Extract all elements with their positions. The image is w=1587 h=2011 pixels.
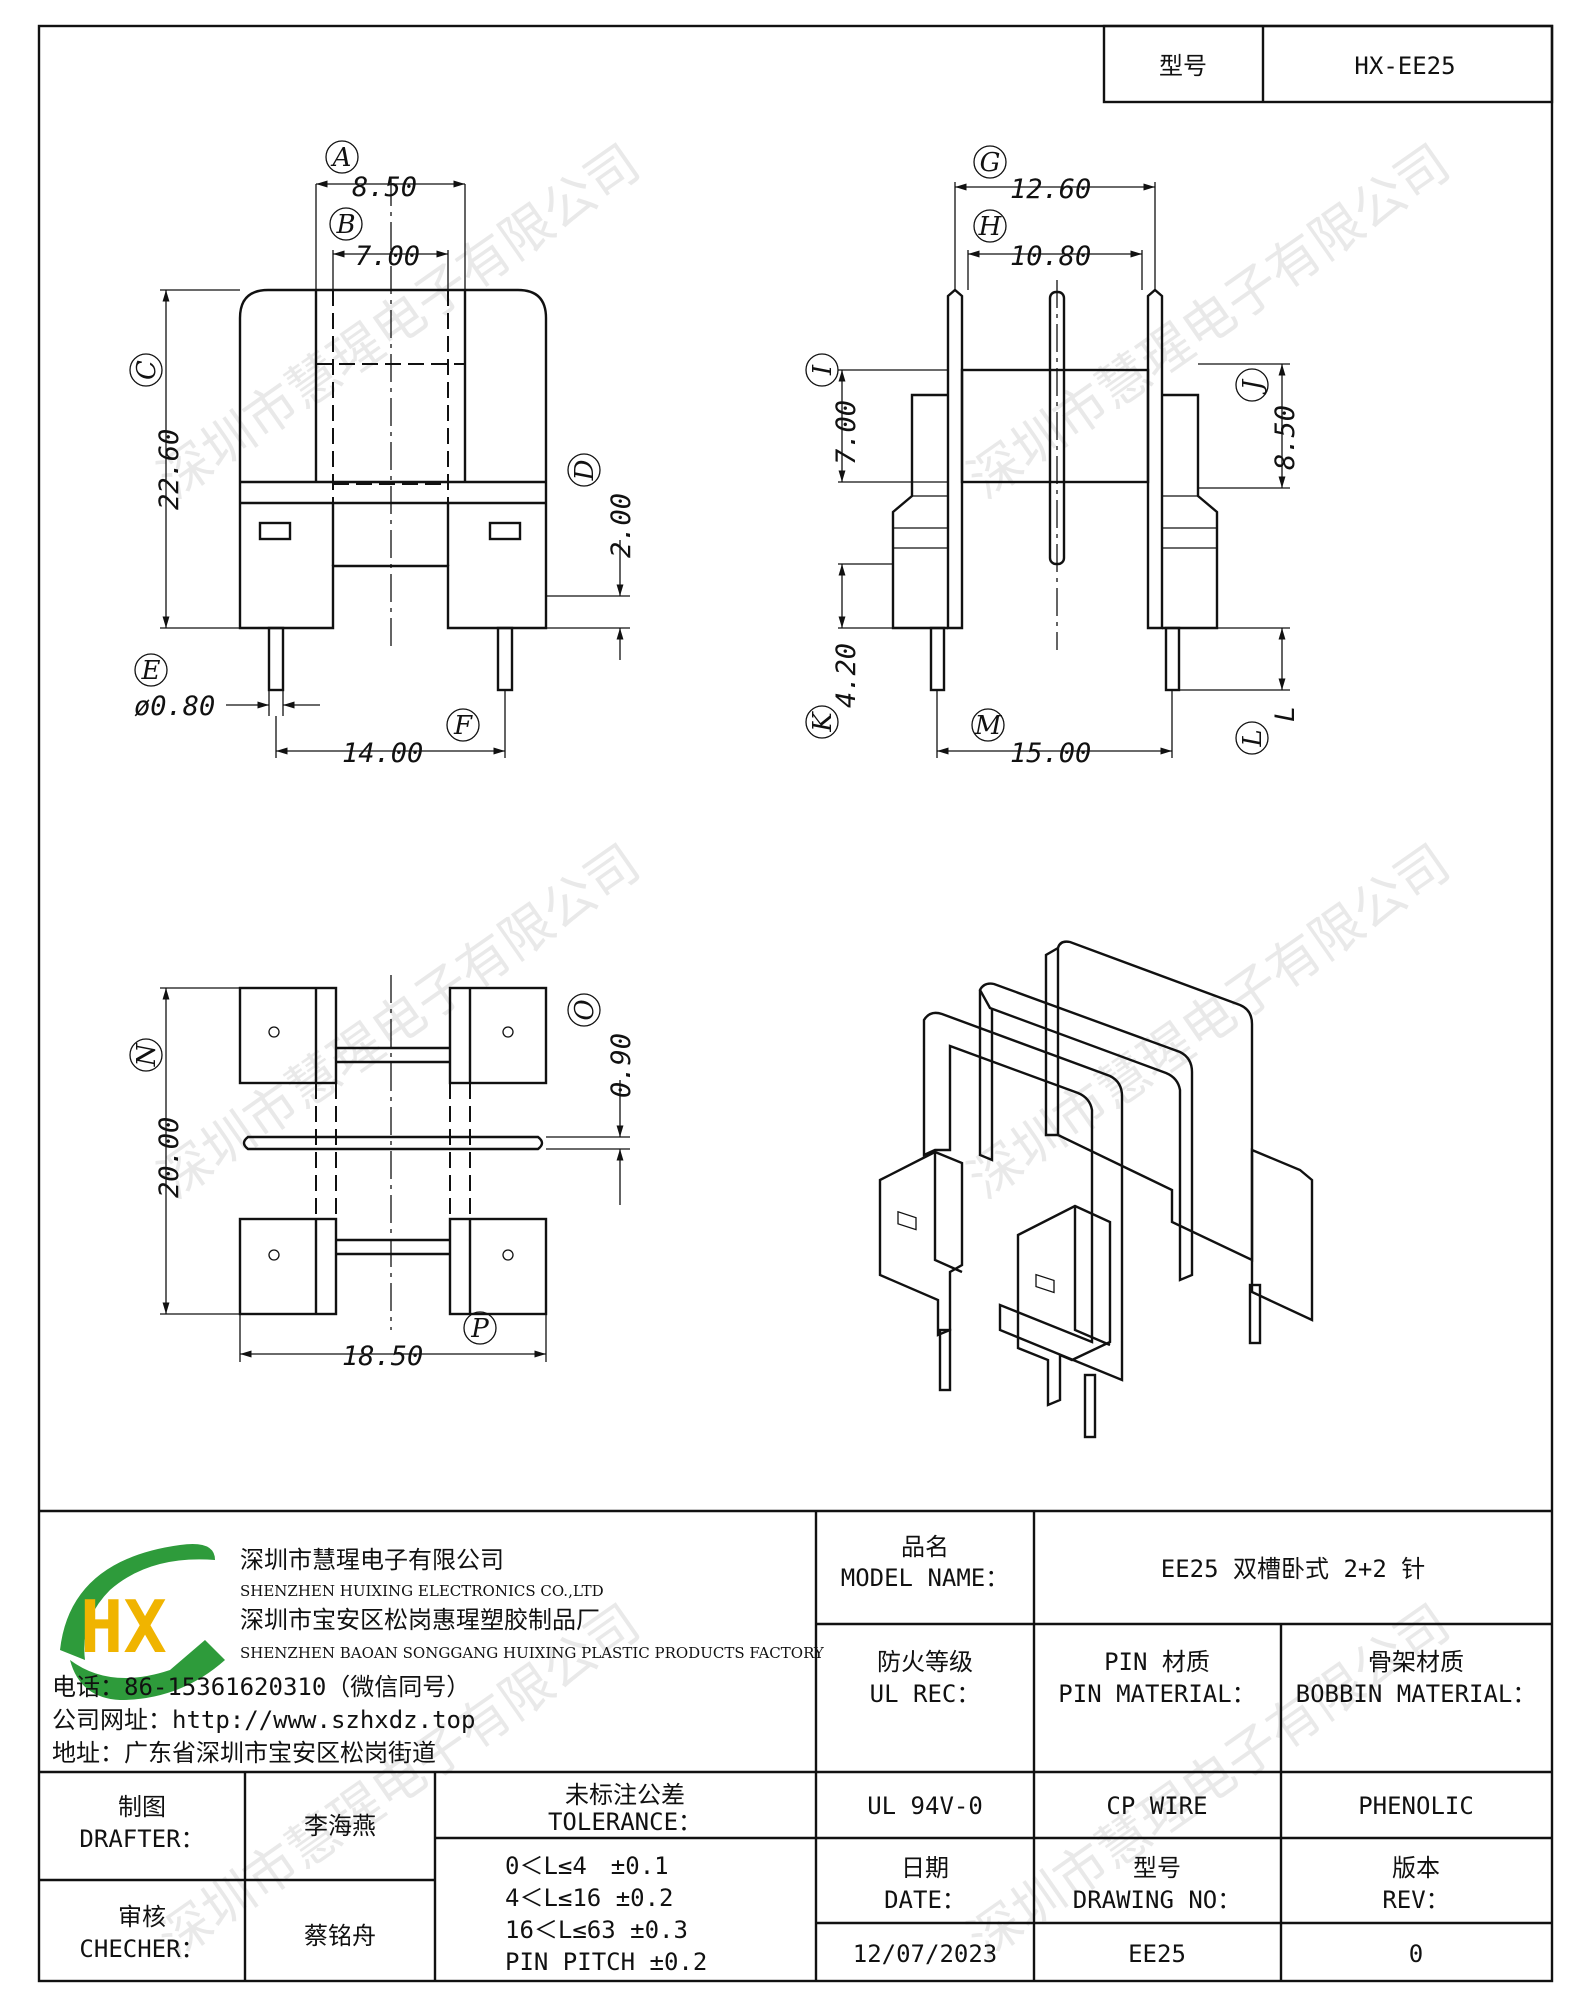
tolerance-row: 4＜L≤16 ±0.2 — [505, 1884, 674, 1912]
dim-M-letter: M — [974, 711, 1003, 741]
top-model-value: HX-EE25 — [1354, 52, 1455, 80]
dim-L-letter: L — [1238, 729, 1268, 747]
dim-B-value: 7.00 — [355, 241, 420, 272]
dim-M-value: 15.00 — [1010, 738, 1091, 769]
model-name-label-cn: 品名 — [901, 1533, 949, 1561]
rev-value: 0 — [1409, 1940, 1423, 1968]
svg-text:深圳市慧瑆电子有限公司: 深圳市慧瑆电子有限公司 — [958, 833, 1461, 1210]
dim-I-letter: I — [808, 364, 838, 376]
date-label-en: DATE： — [884, 1886, 966, 1914]
dim-D-value: 2.00 — [606, 493, 637, 558]
pin-material-value: CP WIRE — [1106, 1792, 1207, 1820]
front-view: 8.50 A 7.00 B 22.60 C 2.00 D ø0.80 E — [129, 140, 637, 769]
tolerance-row: PIN PITCH ±0.2 — [505, 1948, 707, 1976]
pin-material-label-en: PIN MATERIAL： — [1058, 1680, 1255, 1708]
model-name-label-en: MODEL NAME： — [841, 1564, 1010, 1592]
dim-J-value: 8.50 — [1270, 405, 1301, 470]
dim-F-letter: F — [453, 711, 473, 741]
dim-H-letter: H — [978, 212, 1003, 242]
dim-O-letter: O — [570, 999, 600, 1020]
company-address: 地址：广东省深圳市宝安区松岗街道 — [52, 1739, 436, 1767]
svg-text:深圳市慧瑆电子有限公司: 深圳市慧瑆电子有限公司 — [148, 833, 651, 1210]
isometric-view — [878, 940, 1314, 1439]
sheet-border — [37, 24, 1554, 1983]
dim-C-letter: C — [132, 360, 162, 380]
dim-K-letter: K — [808, 711, 838, 733]
tolerance-label-en: TOLERANCE： — [548, 1808, 702, 1836]
company-name-cn: 深圳市慧瑆电子有限公司 — [240, 1546, 504, 1574]
tolerance-row: 16＜L≤63 ±0.3 — [505, 1916, 688, 1944]
bobbin-material-value: PHENOLIC — [1358, 1792, 1474, 1820]
checker-label-cn: 审核 — [118, 1903, 166, 1931]
date-label-cn: 日期 — [901, 1854, 949, 1882]
fire-rating-label-en: UL REC： — [870, 1680, 981, 1708]
fire-rating-value: UL 94V-0 — [867, 1792, 983, 1820]
drafter-label-cn: 制图 — [118, 1793, 166, 1821]
drawing-no-label-cn: 型号 — [1133, 1854, 1181, 1882]
checker-value: 蔡铭舟 — [304, 1922, 376, 1950]
dim-A-value: 8.50 — [352, 172, 417, 203]
tolerance-row: 0＜L≤4 ±0.1 — [505, 1852, 669, 1880]
fire-rating-label-cn: 防火等级 — [877, 1648, 973, 1676]
dim-K-value: 4.20 — [831, 643, 862, 708]
factory-name-en: SHENZHEN BAOAN SONGGANG HUIXING PLASTIC … — [240, 1644, 825, 1662]
date-value: 12/07/2023 — [853, 1940, 998, 1968]
dim-O-value: 0.90 — [606, 1033, 637, 1098]
model-name-value: EE25 双槽卧式 2+2 针 — [1161, 1555, 1426, 1583]
top-model-label: 型号 — [1159, 52, 1207, 80]
dim-G-value: 12.60 — [1010, 174, 1091, 205]
logo-text: HX — [80, 1585, 167, 1669]
dim-N-letter: N — [132, 1042, 162, 1067]
dim-H-value: 10.80 — [1010, 241, 1091, 272]
company-logo: HX — [60, 1544, 225, 1700]
dim-F-value: 14.00 — [342, 738, 423, 769]
title-block: HX 深圳市慧瑆电子有限公司 SHENZHEN HUIXING ELECTRON… — [39, 1509, 1552, 1981]
dim-G-letter: G — [980, 148, 1001, 178]
rev-label-cn: 版本 — [1392, 1854, 1440, 1882]
bobbin-material-label-cn: 骨架材质 — [1368, 1648, 1464, 1676]
drawing-no-label-en: DRAWING NO： — [1073, 1886, 1242, 1914]
dim-E-letter: E — [141, 656, 161, 686]
dim-L-value: L — [1270, 706, 1301, 722]
side-view: 12.60 G 10.80 H 7.00 I 8.50 J 4.20 K — [805, 145, 1301, 769]
pin-material-label-cn: PIN 材质 — [1104, 1648, 1210, 1676]
dim-A-letter: A — [331, 143, 352, 173]
drafter-value: 李海燕 — [304, 1812, 376, 1840]
tolerance-label-cn: 未标注公差 — [565, 1781, 685, 1809]
checker-label-en: CHECHER： — [79, 1935, 204, 1963]
dim-P-value: 18.50 — [342, 1341, 423, 1372]
drafter-label-en: DRAFTER： — [79, 1825, 204, 1853]
company-name-en: SHENZHEN HUIXING ELECTRONICS CO.,LTD — [240, 1582, 604, 1600]
dim-E-value: ø0.80 — [134, 691, 215, 722]
dim-D-letter: D — [570, 459, 600, 481]
bobbin-material-label-en: BOBBIN MATERIAL： — [1296, 1680, 1537, 1708]
dim-J-letter: J — [1238, 378, 1268, 395]
company-website: 公司网址：http://www.szhxdz.top — [52, 1706, 475, 1734]
dim-C-value: 22.60 — [154, 429, 185, 510]
dim-N-value: 20.00 — [154, 1117, 185, 1198]
dim-P-letter: P — [470, 1314, 489, 1344]
dim-B-letter: B — [335, 210, 355, 240]
top-model-box: 型号 HX-EE25 — [1102, 24, 1554, 104]
rev-label-en: REV： — [1382, 1886, 1449, 1914]
company-phone: 电话：86-15361620310（微信同号） — [52, 1673, 470, 1701]
factory-name-cn: 深圳市宝安区松岗惠瑆塑胶制品厂 — [240, 1606, 600, 1634]
drawing-no-value: EE25 — [1128, 1940, 1186, 1968]
dim-I-value: 7.00 — [831, 400, 862, 465]
bottom-view: 20.00 N 0.90 O 18.50 P — [129, 975, 637, 1372]
